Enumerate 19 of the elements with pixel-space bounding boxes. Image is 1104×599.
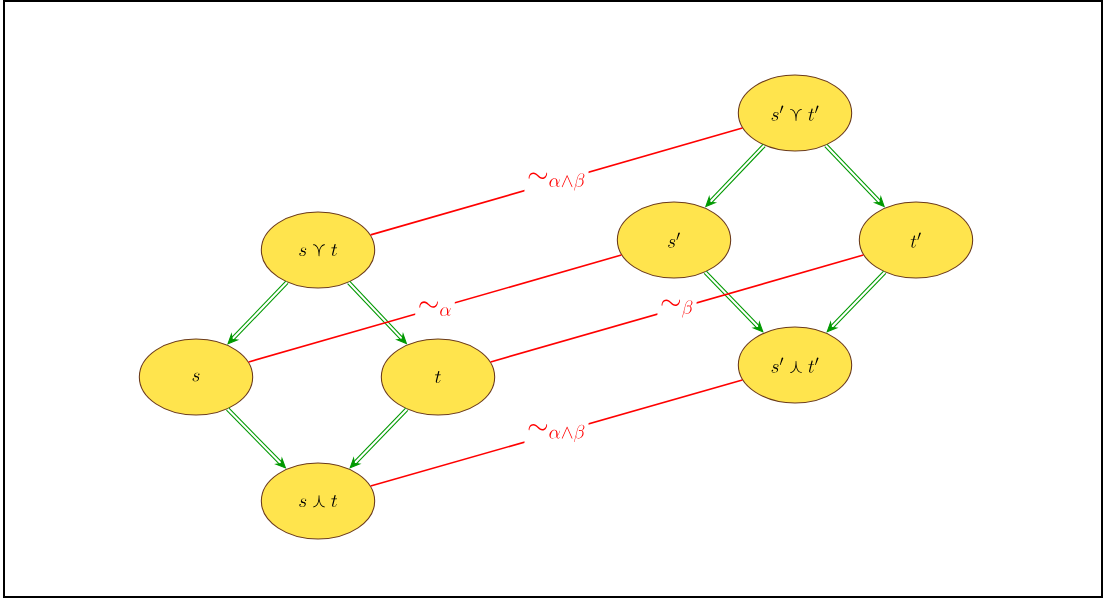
line (247, 254, 623, 363)
double-arrow (703, 270, 764, 333)
double-arrow (227, 280, 289, 345)
ellipse-node: $s \curlyvee t$ (260, 211, 376, 289)
edge-label: $\sim_{\alpha}$ (415, 298, 455, 319)
edge-label: $\sim_{\alpha\wedge\beta}$ (524, 169, 589, 194)
line (489, 254, 865, 363)
ellipse-node: $s \curlywedge t$ (260, 462, 376, 540)
ellipse-node: $t$ (380, 338, 496, 416)
ellipse-node: $s$ (138, 338, 254, 416)
ellipse-node: $s'$ (616, 201, 732, 279)
double-arrow (826, 270, 887, 333)
double-arrow (349, 407, 409, 469)
ellipse-node: $s' \curlyvee t'$ (737, 74, 853, 152)
ellipse-node: $t'$ (858, 201, 974, 279)
edge-label: $\sim_{\beta}$ (657, 296, 697, 321)
edge-label: $\sim_{\alpha\wedge\beta}$ (524, 421, 589, 445)
ellipse-node: $s' \curlywedge t'$ (737, 326, 853, 404)
double-arrow (226, 407, 287, 469)
